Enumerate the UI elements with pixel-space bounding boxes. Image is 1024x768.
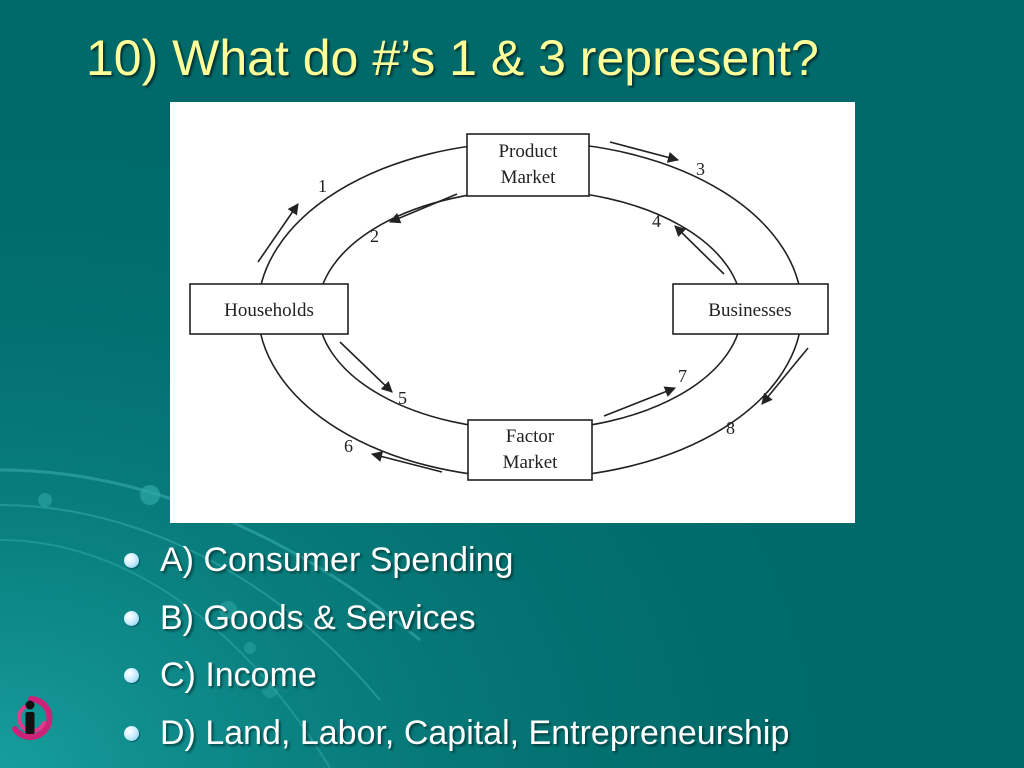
- circular-flow-diagram: Product Market Households Businesses Fac…: [170, 102, 855, 523]
- option-b-label: B) Goods & Services: [160, 598, 476, 637]
- node-households: Households: [189, 283, 349, 335]
- flow-arrow-3: [609, 141, 680, 163]
- node-businesses-label: Businesses: [708, 300, 791, 321]
- node-factor-market-line1: Factor: [506, 426, 555, 447]
- option-d[interactable]: D) Land, Labor, Capital, Entrepreneurshi…: [122, 707, 789, 765]
- option-a-label: A) Consumer Spending: [160, 541, 514, 579]
- option-c-label: C) Income: [160, 656, 317, 694]
- flow-label-7: 7: [678, 366, 687, 386]
- bullet-dot-icon: [124, 553, 139, 568]
- flow-label-6: 6: [344, 436, 353, 456]
- flow-arrow-6: [370, 451, 443, 473]
- slide-title: 10) What do #’s 1 & 3 represent?: [86, 30, 819, 86]
- flow-arrow-5: [339, 341, 393, 393]
- node-factor-market-line2: Market: [503, 452, 559, 473]
- node-households-label: Households: [224, 300, 314, 321]
- node-product-market-line2: Market: [501, 167, 557, 188]
- node-product-market: Product Market: [466, 133, 590, 197]
- node-businesses: Businesses: [672, 283, 829, 335]
- flow-arrow-7: [603, 386, 677, 417]
- bullet-dot-icon: [124, 610, 139, 626]
- bullet-dot-icon: [124, 668, 139, 683]
- flow-label-2: 2: [370, 226, 379, 246]
- flow-arrow-2: [388, 193, 458, 224]
- flow-label-3: 3: [696, 159, 705, 179]
- bullet-dot-icon: [124, 725, 139, 741]
- flow-label-1: 1: [318, 176, 327, 196]
- flow-label-5: 5: [398, 388, 407, 408]
- node-factor-market: Factor Market: [467, 419, 593, 481]
- flow-label-8: 8: [726, 418, 735, 438]
- option-c[interactable]: C) Income: [122, 649, 789, 707]
- flow-arrow-8: [761, 347, 809, 405]
- answer-options-list: A) Consumer Spending B) Goods & Services…: [122, 534, 789, 764]
- info-logo-icon: [12, 696, 53, 740]
- node-product-market-line1: Product: [498, 141, 558, 162]
- flow-arrow-1: [257, 203, 299, 263]
- flow-label-4: 4: [652, 211, 661, 231]
- option-a[interactable]: A) Consumer Spending: [122, 534, 789, 592]
- option-d-label: D) Land, Labor, Capital, Entrepreneurshi…: [160, 713, 790, 752]
- option-b[interactable]: B) Goods & Services: [122, 592, 789, 650]
- flow-arrow-4: [674, 225, 725, 275]
